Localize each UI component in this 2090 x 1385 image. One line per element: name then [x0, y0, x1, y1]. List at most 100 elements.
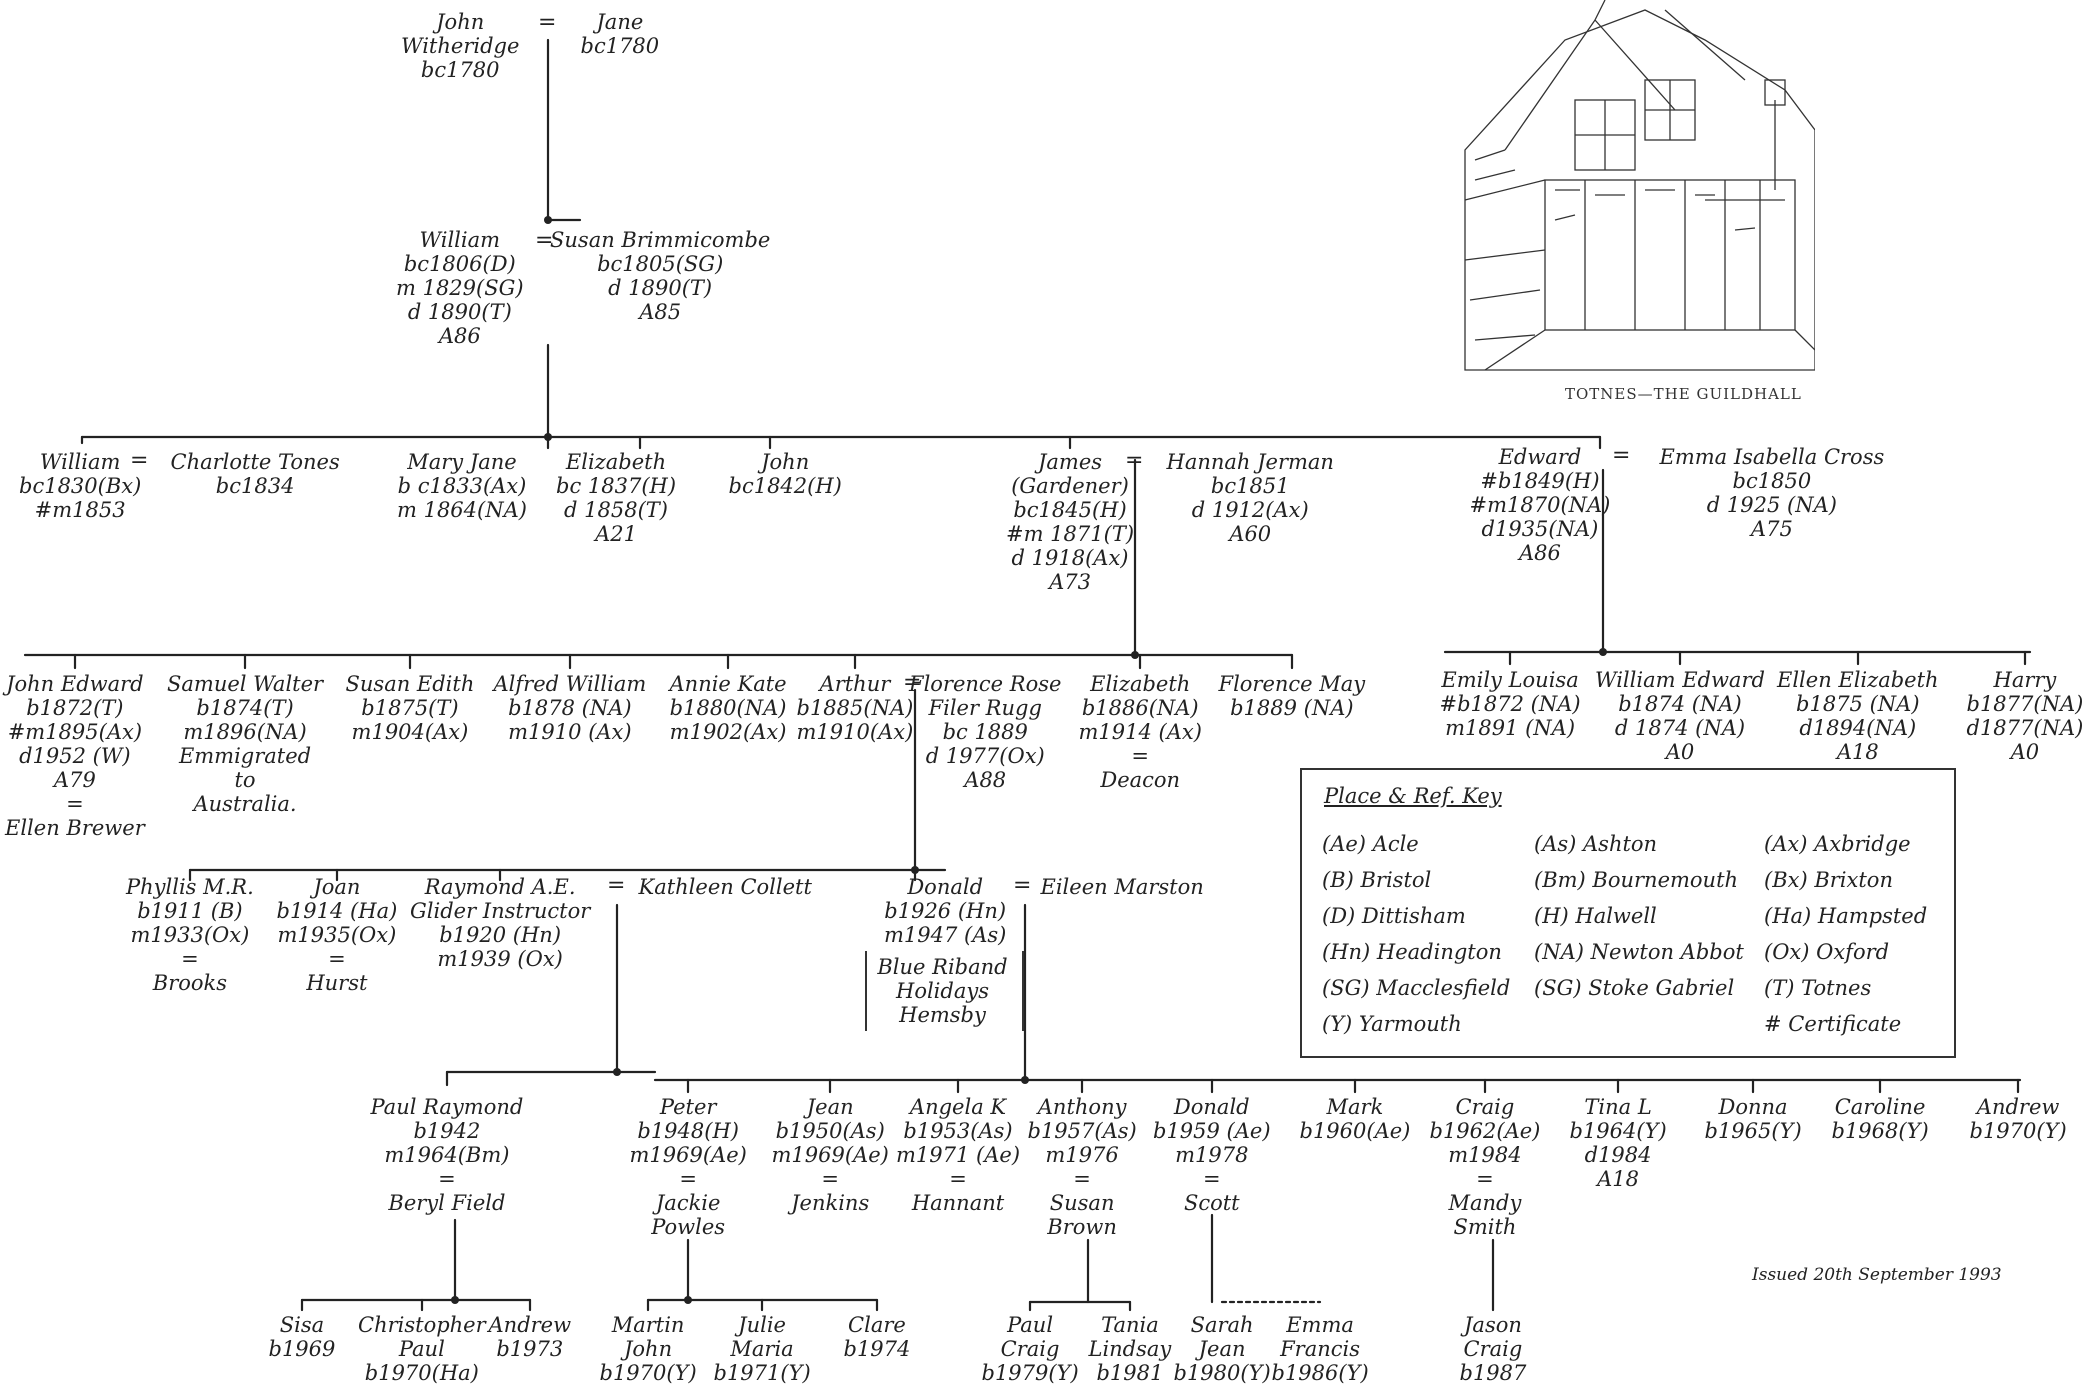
- person-detail: Powles: [651, 1215, 726, 1239]
- key-entry: (Ae) Acle: [1322, 832, 1419, 856]
- person-detail: (Gardener): [1011, 474, 1129, 498]
- person-detail: A18: [1597, 1167, 1640, 1191]
- person-detail: b1968(Y): [1831, 1119, 1929, 1143]
- person-name: Joan: [313, 875, 361, 899]
- person-name: Jean: [806, 1095, 854, 1119]
- person-detail: d1877(NA): [1966, 716, 2084, 740]
- person-detail: Australia.: [193, 792, 297, 816]
- key-entry: (SG) Macclesfield: [1322, 976, 1511, 1000]
- note-line: Hemsby: [899, 1003, 986, 1027]
- person-detail: b1886(NA): [1081, 696, 1199, 720]
- person-name: Jason: [1464, 1313, 1522, 1337]
- person-detail: bc1805(SG): [597, 252, 724, 276]
- person-name: Eileen Marston: [1040, 875, 1204, 899]
- donald-note-bracket: [865, 951, 1024, 1031]
- person-detail: b1942: [413, 1119, 481, 1143]
- person-detail: #m 1871(T): [1006, 522, 1135, 546]
- person-detail: Scott: [1183, 1191, 1240, 1215]
- person-name: Florence May: [1218, 672, 1366, 696]
- person-detail: m1969(Ae): [629, 1143, 747, 1167]
- marriage-sign: =: [535, 228, 554, 253]
- person-name: Tina L: [1584, 1095, 1652, 1119]
- person-name: Arthur: [819, 672, 891, 696]
- person-detail: Smith: [1453, 1215, 1517, 1239]
- person-detail: #m1853: [34, 498, 126, 522]
- person-name: John: [761, 450, 810, 474]
- person-detail: =: [66, 792, 84, 816]
- person-detail: m1984: [1448, 1143, 1522, 1167]
- person-detail: A0: [1665, 740, 1695, 764]
- key-entry: (Ha) Hampsted: [1764, 904, 1928, 928]
- person-name: Emma: [1286, 1313, 1354, 1337]
- person-detail: =: [949, 1167, 967, 1191]
- person-detail: b1874 (NA): [1618, 692, 1742, 716]
- key-entry: (H) Halwell: [1534, 904, 1657, 928]
- person-name: Andrew: [488, 1313, 572, 1337]
- person-eileen-marston: Eileen Marston: [1041, 875, 1204, 899]
- person-name: Charlotte Tones: [170, 450, 340, 474]
- person-detail: m1910 (Ax): [508, 720, 632, 744]
- key-entry: (Y) Yarmouth: [1322, 1012, 1462, 1036]
- person-detail: b1981: [1096, 1361, 1164, 1385]
- person-detail: Maria: [730, 1337, 794, 1361]
- key-entry: (SG) Stoke Gabriel: [1534, 976, 1735, 1000]
- person-detail: bc 1837(H): [556, 474, 677, 498]
- person-detail: b1926 (Hn): [884, 899, 1007, 923]
- person-detail: m1947 (As): [884, 923, 1007, 947]
- person-detail: John: [624, 1337, 673, 1361]
- issued-date: Issued 20th September 1993: [1752, 1265, 2002, 1285]
- person-detail: #m1870(NA): [1469, 493, 1611, 517]
- person-detail: m1969(Ae): [771, 1143, 889, 1167]
- person-detail: b1969: [268, 1337, 336, 1361]
- key-entry: (Ox) Oxford: [1764, 940, 1890, 964]
- person-james: James(Gardener)bc1845(H)#m 1871(T)d 1918…: [1006, 450, 1134, 594]
- person-detail: =: [438, 1167, 456, 1191]
- person-detail: b1970(Y): [599, 1361, 697, 1385]
- person-detail: A60: [1229, 522, 1272, 546]
- person-detail: d 1890(T): [608, 276, 713, 300]
- person-name: Phyllis M.R.: [126, 875, 254, 899]
- key-entry: (T) Totnes: [1764, 976, 1872, 1000]
- person-detail: d 1912(Ax): [1191, 498, 1309, 522]
- person-name: Donald: [907, 875, 984, 899]
- person-name: James: [1037, 450, 1103, 474]
- person-name: Julie: [738, 1313, 786, 1337]
- person-name: Clare: [848, 1313, 906, 1337]
- person-detail: d 1858(T): [564, 498, 668, 522]
- person-detail: b1960(Ae): [1299, 1119, 1411, 1143]
- person-detail: b1959 (Ae): [1153, 1119, 1271, 1143]
- person-detail: b1872(T): [26, 696, 124, 720]
- person-detail: d1984: [1584, 1143, 1652, 1167]
- person-detail: =: [1131, 744, 1150, 768]
- person-detail: m1976: [1045, 1143, 1119, 1167]
- key-entry: (Hn) Headington: [1322, 940, 1502, 964]
- person-detail: #m1895(Ax): [7, 720, 143, 744]
- person-detail: b1965(Y): [1704, 1119, 1802, 1143]
- key-entry: # Certificate: [1764, 1012, 1902, 1036]
- person-detail: b1971(Y): [713, 1361, 811, 1385]
- key-title: Place & Ref. Key: [1324, 784, 1502, 808]
- person-detail: bc1806(D): [403, 252, 516, 276]
- person-name: Tania: [1101, 1313, 1159, 1337]
- person-detail: m1902(Ax): [669, 720, 787, 744]
- person-detail: b1875(T): [361, 696, 459, 720]
- key-entry: (NA) Newton Abbot: [1534, 940, 1744, 964]
- person-detail: A73: [1049, 570, 1091, 594]
- person-detail: d1952 (W): [19, 744, 131, 768]
- person-detail: A86: [1519, 541, 1561, 565]
- person-detail: bc1850: [1732, 469, 1812, 493]
